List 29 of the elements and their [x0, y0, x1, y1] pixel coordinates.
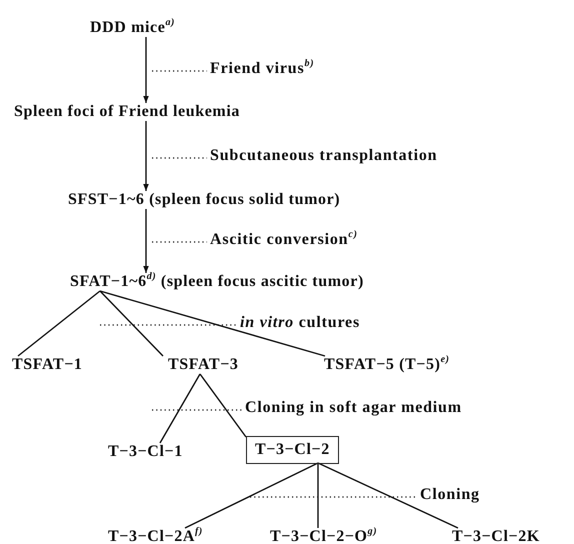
- connector-line: [159, 374, 201, 444]
- step-annotation: Ascitic conversion$^{c)}$: [210, 230, 358, 250]
- highlighted-clone-box: T−3−Cl−2: [246, 436, 339, 464]
- step-annotation: in vitro cultures: [240, 313, 360, 333]
- arrow: [143, 37, 149, 103]
- cell-line-label: TSFAT−5 (T−5)$^{e)}$: [322, 355, 452, 375]
- cell-line-label: T−3−Cl−2A$^{f)}$: [106, 527, 205, 544]
- step-annotation: Cloning: [420, 485, 480, 505]
- arrow: [143, 121, 149, 191]
- cell-line-label: TSFAT−3: [166, 355, 241, 375]
- cell-line-label: T−3−Cl−1: [106, 442, 185, 462]
- cell-line-label: SFST−1~6 (spleen focus solid tumor): [66, 190, 342, 210]
- step-annotation: Friend virus$^{b)}$: [210, 59, 314, 79]
- arrow: [143, 209, 149, 273]
- connector-line: [184, 462, 318, 529]
- step-annotation: Subcutaneous transplantation: [210, 146, 438, 166]
- cell-line-label: TSFAT−1: [10, 355, 85, 375]
- connector-line: [199, 374, 247, 438]
- cell-line-label: T−3−Cl−2K: [450, 527, 542, 544]
- connector-line: [18, 290, 100, 357]
- cell-line-label: SFAT−1~6$^{d)}$ (spleen focus ascitic tumor): [68, 272, 366, 292]
- cell-line-label: DDD mice$^{a)}$: [88, 18, 177, 38]
- connector-line: [318, 462, 458, 529]
- step-annotation: Cloning in soft agar medium: [245, 398, 462, 418]
- cell-line-label: Spleen foci of Friend leukemia: [12, 102, 242, 122]
- connector-line: [100, 290, 164, 356]
- connector-line: [100, 290, 326, 357]
- cell-line-label: T−3−Cl−2−O$^{g)}$: [268, 527, 380, 544]
- connector-line: [317, 463, 319, 528]
